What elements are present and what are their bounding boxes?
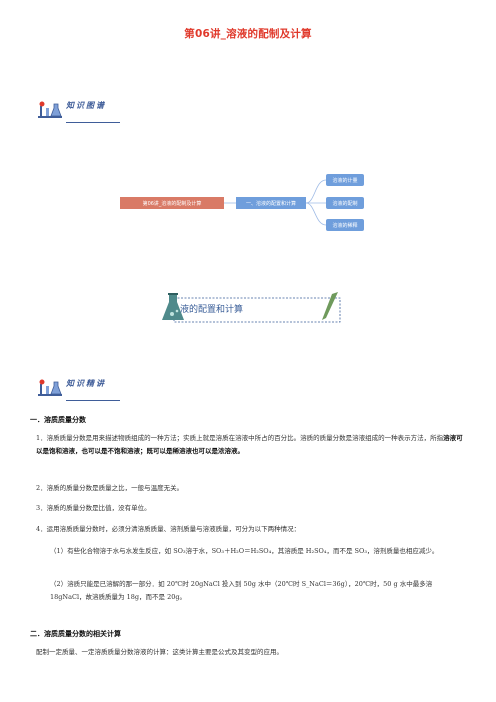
heading-1: 一．溶质质量分数	[30, 416, 86, 424]
banner-title: 液的配置和计算	[180, 305, 244, 315]
flask-icon	[162, 293, 184, 320]
section-label: 知识图谱	[66, 101, 106, 110]
section-header-knowledge-map: 知识图谱	[36, 98, 126, 128]
heading-2: 二．溶质质量分数的相关计算	[30, 630, 121, 638]
paragraph-1-normal: 1．溶质质量分数是用来描述物质组成的一种方法；实质上就是溶质在溶液中所占的百分比…	[36, 434, 444, 442]
topic-banner: 液的配置和计算	[160, 292, 346, 323]
page-title: 第06讲_溶液的配制及计算	[184, 28, 312, 40]
section-underline	[66, 400, 120, 401]
paragraph-1: 1．溶质质量分数是用来描述物质组成的一种方法；实质上就是溶质在溶液中所占的百分比…	[36, 432, 466, 457]
paragraph-3: 3．溶质的质量分数是比值，没有单位。	[36, 504, 151, 512]
mindmap-mid-node: 一、溶液的配置和计算	[236, 197, 306, 209]
lab-flask-icon	[38, 101, 62, 118]
paragraph-1-bold: 溶液可以是饱和溶液，也可以是不饱和溶液；既可以是稀溶液也可以是浓溶液。	[36, 434, 463, 455]
section-header-knowledge-lecture: 知识精讲	[36, 376, 126, 406]
section-label: 知识精讲	[66, 379, 106, 388]
mindmap-root-node: 第06讲_溶液的配制及计算	[120, 197, 224, 209]
paragraph-5: （1）有些化合物溶于水与水发生反应，如 SO₃溶于水，SO₃＋H₂O＝H₂SO₄…	[50, 547, 439, 555]
paragraph-4: 4．运用溶质质量分数时，必须分清溶质质量、溶剂质量与溶液质量，可分为以下两种情况…	[36, 525, 301, 533]
mindmap-leaf-node: 溶液的配制	[326, 197, 364, 209]
paragraph-6: （2）溶质只能是已溶解的那一部分．如 20℃时 20gNaCl 投入到 50g …	[50, 580, 433, 601]
paragraph-7: 配制一定质量、一定溶质质量分数溶液的计算：这类计算主要是公式及其变型的应用。	[36, 648, 283, 656]
mindmap-leaf-node: 溶液的稀释	[326, 219, 364, 231]
paragraph-2: 2．溶质的质量分数是质量之比，一般与温度无关。	[36, 484, 184, 492]
mindmap-leaf-node: 溶液的计量	[326, 174, 364, 186]
section-underline	[66, 122, 120, 123]
lab-flask-icon	[38, 379, 62, 396]
